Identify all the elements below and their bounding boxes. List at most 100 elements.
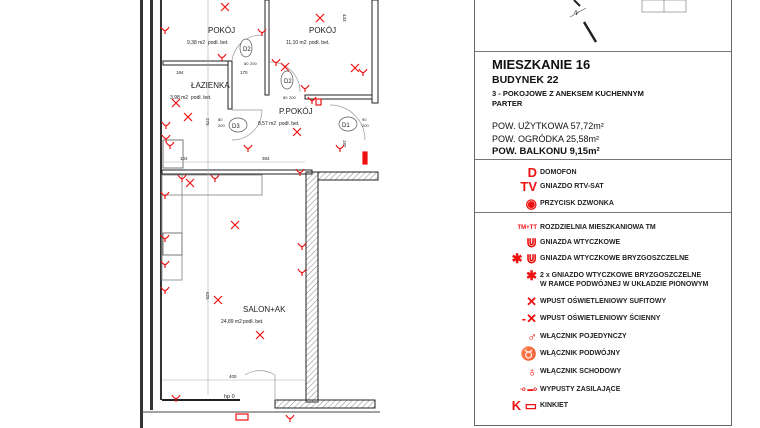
legend-label: 2 x GNIAZDO WTYCZKOWE BRYZGOSZCZELNE bbox=[540, 272, 702, 279]
legend-item: ♉WŁĄCZNIK PODWÓJNY bbox=[475, 346, 731, 362]
room-label: P.POKÓJ 8,57 m2 podł. bet. bbox=[258, 107, 313, 127]
socket-icon bbox=[171, 394, 181, 402]
ceiling-light-icon bbox=[220, 2, 230, 12]
socket-icon bbox=[161, 134, 171, 142]
socket-icon bbox=[335, 144, 345, 152]
legend-label: PRZYCISK DZWONKA bbox=[540, 200, 614, 207]
ceiling-light-icon: ✕ bbox=[526, 294, 537, 309]
svg-text:D2: D2 bbox=[243, 47, 251, 53]
socket-icon bbox=[358, 68, 368, 76]
room-label: ŁAZIENKA 3,98 m2 podł. bet. bbox=[170, 81, 230, 101]
sink bbox=[162, 139, 184, 169]
legend-label: ROZDZIELNIA MIESZKANIOWA TM bbox=[540, 224, 656, 231]
door-swing bbox=[231, 109, 263, 141]
svg-text:80: 80 bbox=[244, 61, 249, 66]
svg-text:D3: D3 bbox=[232, 124, 240, 130]
wall bbox=[161, 169, 313, 175]
svg-text:170: 170 bbox=[240, 70, 248, 75]
ceiling-light-icon bbox=[213, 295, 223, 305]
svg-text:ŁAZIENKA: ŁAZIENKA bbox=[191, 81, 230, 90]
stair-switch-icon: ♁ bbox=[527, 364, 537, 379]
wall bbox=[227, 60, 233, 110]
legend-label: DOMOFON bbox=[540, 169, 577, 176]
svg-text:24,89 m2: 24,89 m2 bbox=[221, 319, 242, 325]
usable-area: POW. UŻYTKOWA 57,72m² bbox=[492, 121, 604, 131]
svg-text:SALON+AK: SALON+AK bbox=[243, 305, 286, 314]
wall bbox=[160, 0, 162, 400]
legend-label: WPUST OŚWIETLENIOWY SUFITOWY bbox=[540, 298, 667, 305]
svg-text:90: 90 bbox=[362, 117, 367, 122]
legend-item: ⋓GNIAZDA WTYCZKOWE bbox=[475, 235, 731, 251]
ceiling-light-icon bbox=[185, 178, 195, 188]
info-panel: MIESZKANIE 16 BUDYNEK 22 3 - POKOJOWE Z … bbox=[474, 0, 732, 426]
wall bbox=[140, 0, 143, 428]
single-switch-icon: ♂ bbox=[527, 329, 537, 344]
legend-item: ✕WPUST OŚWIETLENIOWY SUFITOWY bbox=[475, 294, 731, 310]
ceiling-light-icon bbox=[171, 98, 181, 108]
socket-icon bbox=[210, 174, 220, 182]
socket-icon bbox=[160, 234, 170, 242]
socket-icon bbox=[307, 96, 317, 104]
svg-text:200: 200 bbox=[362, 123, 369, 128]
door-tag: D2 80 200 bbox=[239, 38, 257, 66]
legend-item: K ▭KINKIET bbox=[475, 398, 731, 414]
ceiling-light-icon bbox=[255, 330, 265, 340]
ceiling-light-icon bbox=[350, 63, 360, 73]
socket-icon bbox=[300, 84, 310, 92]
socket-icon bbox=[160, 286, 170, 294]
svg-text:200: 200 bbox=[250, 61, 257, 66]
room-label: POKÓJ 11,10 m2 podł. bet. bbox=[286, 26, 336, 46]
double-switch-icon: ♉ bbox=[520, 346, 537, 361]
socket-icon bbox=[297, 242, 307, 250]
north-arrow-and-keyplan: N bbox=[569, 0, 687, 43]
apartment-title: MIESZKANIE 16 bbox=[492, 57, 591, 72]
legend-label: WYPUSTY ZASILAJĄCE bbox=[540, 386, 621, 393]
ceiling-light-icon bbox=[292, 127, 302, 137]
power-outlet-icon: -o ▬o bbox=[520, 387, 537, 393]
apartment-type: 3 - POKOJOWE Z ANEKSEM KUCHENNYM bbox=[492, 89, 644, 98]
svg-text:625: 625 bbox=[205, 292, 210, 300]
electrical-symbols bbox=[160, 2, 368, 422]
socket-icon bbox=[160, 26, 170, 34]
svg-text:80: 80 bbox=[283, 95, 288, 100]
room-label: SALON+AK 24,89 m2 podł. bet. bbox=[221, 305, 286, 325]
svg-text:200: 200 bbox=[289, 95, 296, 100]
balcony-area: POW. BALKONU 9,15m² bbox=[492, 146, 600, 157]
wall bbox=[371, 0, 379, 104]
svg-text:182: 182 bbox=[342, 140, 347, 148]
floor-plan: POKÓJ 9,38 m2 podł. bet. POKÓJ 11,10 m2 … bbox=[140, 0, 380, 428]
socket-icon bbox=[271, 58, 281, 66]
socket-icon bbox=[243, 144, 253, 152]
wall-lamp-icon bbox=[235, 413, 249, 421]
socket-icon bbox=[160, 191, 170, 199]
door-swing bbox=[329, 104, 366, 141]
legend-label: WŁĄCZNIK PODWÓJNY bbox=[540, 350, 621, 357]
intercom-icon bbox=[315, 98, 322, 106]
legend-item: ♁WŁĄCZNIK SCHODOWY bbox=[475, 364, 731, 380]
svg-text:200: 200 bbox=[218, 123, 225, 128]
legend-label: GNIAZDA WTYCZKOWE bbox=[540, 239, 621, 246]
level-mark: hp 0 bbox=[224, 394, 235, 400]
room-label: POKÓJ 9,38 m2 podł. bet. bbox=[187, 26, 235, 46]
garden-area: POW. OGRÓDKA 25,58m² bbox=[492, 134, 600, 144]
door-tag: D2 80 200 bbox=[280, 70, 296, 100]
socket-icon bbox=[257, 28, 267, 36]
svg-text:POKÓJ: POKÓJ bbox=[208, 26, 235, 35]
legend-item: ✱ ⋓GNIAZDA WTYCZKOWE BRYZGOSZCZELNE bbox=[475, 251, 731, 267]
hatched-wall bbox=[305, 171, 319, 403]
svg-text:275: 275 bbox=[205, 118, 210, 126]
legend-label: WŁĄCZNIK SCHODOWY bbox=[540, 368, 622, 375]
svg-text:104: 104 bbox=[180, 156, 188, 161]
svg-text:400: 400 bbox=[229, 374, 237, 379]
svg-text:9,38 m2: 9,38 m2 bbox=[187, 40, 205, 46]
ceiling-light-icon bbox=[315, 13, 325, 23]
legend-label: KINKIET bbox=[540, 402, 568, 409]
svg-text:P.POKÓJ: P.POKÓJ bbox=[279, 107, 313, 116]
svg-text:podł. bet.: podł. bet. bbox=[309, 40, 330, 46]
socket-icon: ⋓ bbox=[526, 235, 537, 250]
socket-icon bbox=[177, 174, 187, 182]
svg-text:D2: D2 bbox=[284, 79, 292, 85]
socket-icon bbox=[165, 141, 175, 149]
